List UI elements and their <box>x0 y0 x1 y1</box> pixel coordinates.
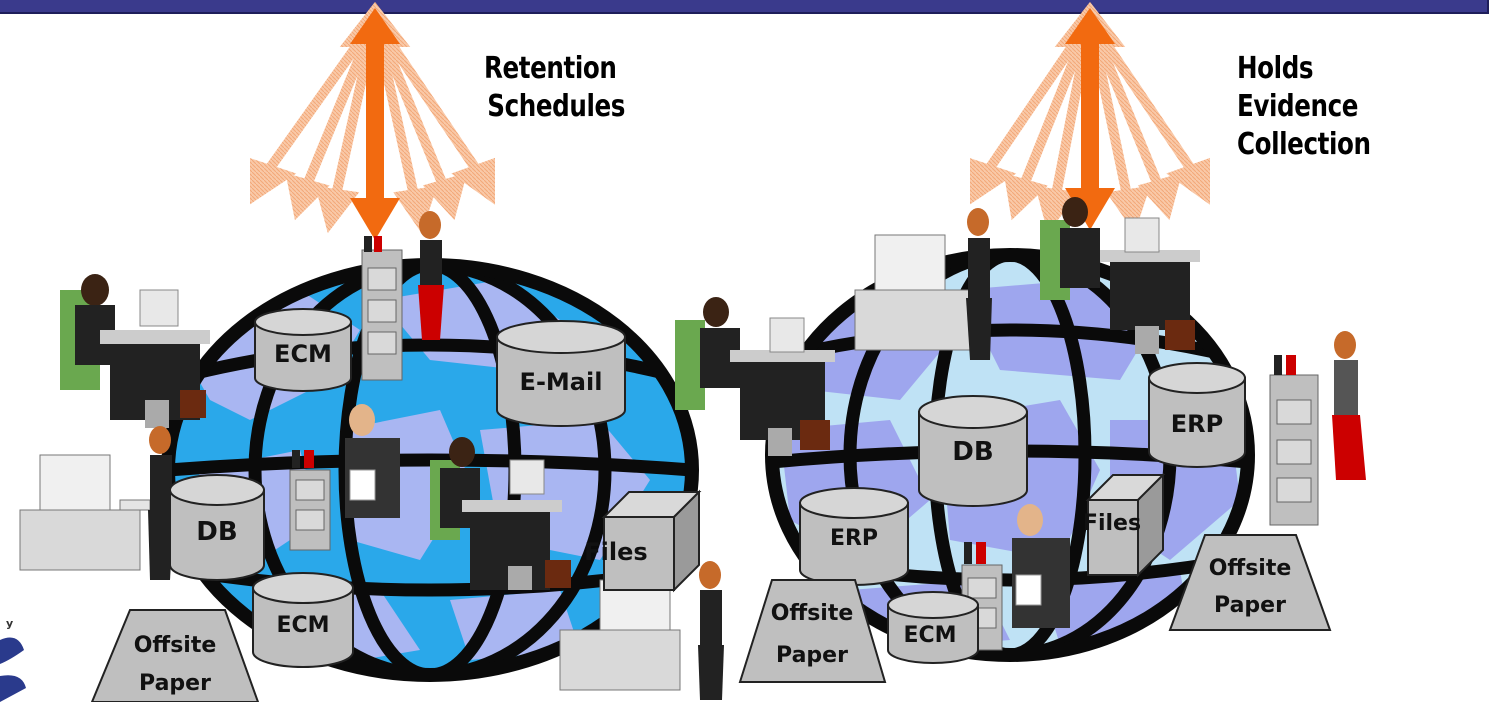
label-db-left: DB <box>196 517 237 547</box>
label-offsite-middle-line2: Paper <box>776 643 848 668</box>
label-offsite-middle-line1: Offsite <box>771 601 854 626</box>
label-ecm-right: ECM <box>903 623 956 648</box>
callout-retention-line2: Schedules <box>487 89 625 124</box>
callout-holds-evidence: Holds Evidence Collection <box>1237 50 1452 164</box>
cylinder-erp-right <box>1148 362 1246 468</box>
label-offsite-left-line2: Paper <box>139 671 211 696</box>
label-offsite-left-line1: Offsite <box>134 633 217 658</box>
cylinder-ecm-bottom-left <box>252 572 354 668</box>
label-ecm-top-left: ECM <box>274 340 332 368</box>
woman-right <box>1332 331 1366 480</box>
office-worker-desk-left <box>60 274 210 428</box>
cube-files-right <box>1085 472 1166 578</box>
trapezoid-offsite-left <box>90 609 260 702</box>
label-files-right: Files <box>1083 511 1141 536</box>
copier-right <box>854 234 976 351</box>
label-files-left: Files <box>584 538 647 566</box>
woman-bottom-middle <box>698 561 724 700</box>
label-offsite-right-line2: Paper <box>1214 593 1286 618</box>
woman-top-left <box>418 211 444 340</box>
man-bottom-right <box>1012 504 1070 628</box>
trapezoid-offsite-middle <box>738 579 887 683</box>
office-worker-desk-center <box>430 437 571 590</box>
trapezoid-offsite-right <box>1168 534 1332 631</box>
cylinder-ecm-right <box>887 591 979 664</box>
corner-fragment-text: y <box>6 617 13 630</box>
callout-retention-line1: Retention <box>484 51 617 86</box>
filing-cabinet-top-left <box>361 236 403 381</box>
cylinder-db-right <box>918 395 1028 507</box>
office-worker-desk-middle <box>675 297 835 456</box>
label-erp-right: ERP <box>1171 410 1223 438</box>
man-center-left <box>345 404 400 518</box>
office-worker-desk-right <box>1040 197 1200 354</box>
label-ecm-bottom-left: ECM <box>276 613 329 638</box>
callout-retention-schedules: Retention Schedules <box>484 50 625 126</box>
left-main-arrow <box>350 8 400 240</box>
copier-left <box>19 454 151 571</box>
cube-files-left <box>601 489 702 593</box>
cylinder-email <box>496 320 626 427</box>
label-db-right: DB <box>952 437 993 467</box>
woman-left <box>148 426 174 580</box>
corner-logo-fragment <box>0 637 26 702</box>
cylinder-db-left <box>169 474 265 581</box>
callout-holds-line1: Holds <box>1237 51 1314 86</box>
label-offsite-right-line1: Offsite <box>1209 556 1292 581</box>
woman-top-right <box>966 208 992 360</box>
label-erp-left: ERP <box>830 526 878 551</box>
filing-cabinet-center-left <box>289 450 331 551</box>
cylinder-ecm-top-left <box>254 308 352 392</box>
cylinder-erp-left <box>799 487 909 586</box>
callout-holds-line2: Evidence Collection <box>1237 89 1371 162</box>
label-email: E-Mail <box>520 368 603 396</box>
filing-cabinet-right <box>1269 355 1319 526</box>
